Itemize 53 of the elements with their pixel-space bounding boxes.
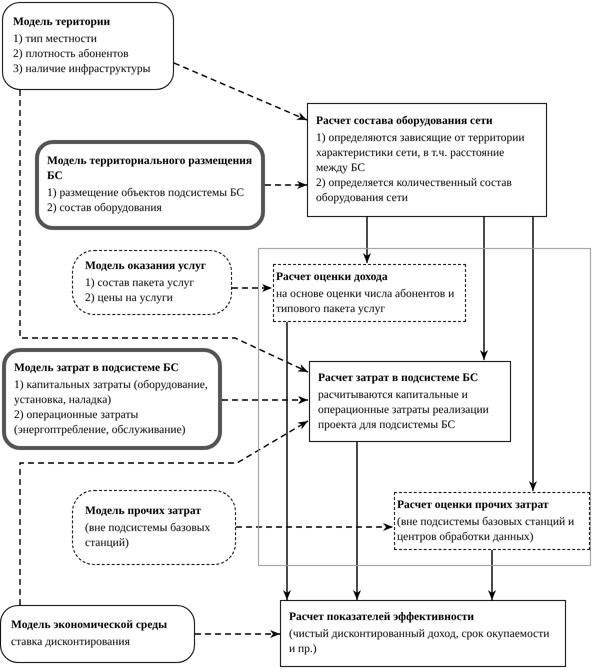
- arrow: [19, 90, 308, 373]
- arrow: [488, 549, 496, 600]
- arrow: [265, 181, 307, 189]
- node-text: 1) определяются зависящие от территории характеристики сети, в т.ч. расстояние между БС: [316, 131, 526, 176]
- node-text: 2) состав оборудования: [47, 201, 163, 216]
- node-title: Расчет показателей эффективности: [289, 610, 476, 625]
- node-text: 2) определяется количественный состав оборудования сети: [316, 176, 513, 206]
- node-title: Расчет оценки дохода: [276, 270, 389, 284]
- model-box: [35, 140, 265, 230]
- node-text: 3) наличие инфраструктуры: [13, 62, 152, 77]
- node-title: Расчет затрат в подсистеме БС: [318, 370, 480, 386]
- process-box: [280, 600, 566, 667]
- node-title: Модель оказания услуг: [85, 259, 208, 274]
- node-title: Модель территориального размещения БС: [47, 154, 253, 184]
- node-text: 1) тип местности: [13, 32, 98, 47]
- node-title: Модель територии: [13, 15, 112, 30]
- arrow: [529, 217, 537, 491]
- process-box: [394, 492, 590, 550]
- node-text: 1) размещение объектов подсистемы БС: [47, 186, 246, 201]
- node-text: на основе оценки числа абонентов и типового пакета услуг: [276, 286, 456, 316]
- node-title: Модель прочих затрат: [85, 504, 202, 519]
- model-box: [2, 2, 174, 90]
- model-box: [72, 490, 236, 565]
- arrow: [174, 62, 308, 121]
- arrow: [19, 420, 308, 605]
- arrow: [283, 321, 291, 600]
- node-text: расчитываются капитальные и операционные затраты реализации проекта для подсистемы БС: [318, 388, 490, 432]
- node-text: (чистый дисконтированный доход, срок окупаемости и пр.): [289, 627, 550, 657]
- arrow: [222, 396, 308, 404]
- arrow: [480, 217, 488, 360]
- node-text: ставка дисконтирования: [11, 635, 131, 650]
- node-text: (вне подсистемы базовых станций и центров обработки данных): [397, 514, 576, 544]
- node-text: 1) состав пакета услуг: [85, 276, 196, 291]
- node-text: 2) операционные затраты (энергоптребление, обслуживание): [14, 408, 186, 438]
- model-box: [0, 605, 195, 663]
- node-text: 1) капитальных затраты (оборудование, установка, наладка): [14, 378, 209, 408]
- arrow: [353, 441, 361, 600]
- node-text: 2) плотность абонентов: [13, 47, 130, 62]
- group-frame: [258, 248, 591, 566]
- node-text: (вне подсистемы базовых станций): [85, 521, 212, 551]
- process-box: [273, 264, 466, 322]
- process-box: [307, 103, 547, 217]
- arrow: [195, 630, 280, 638]
- arrow: [232, 284, 272, 292]
- arrow: [236, 523, 393, 531]
- node-text: 2) цены на услуги: [85, 291, 174, 306]
- process-box: [309, 361, 511, 442]
- node-title: Расчет состава оборудования сети: [316, 114, 494, 129]
- node-title: Модель затрат в подсистеме БС: [14, 360, 180, 376]
- node-title: Расчет оценки прочих затрат: [397, 498, 550, 512]
- model-box: [2, 348, 222, 450]
- arrow: [363, 217, 371, 263]
- node-title: Модель экономической среды: [11, 618, 168, 633]
